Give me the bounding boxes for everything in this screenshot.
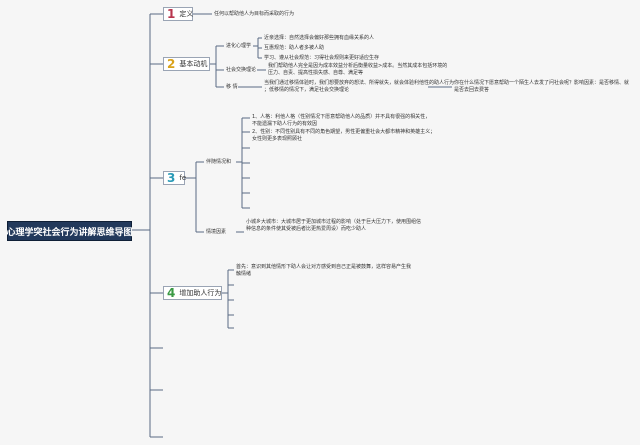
evo-item: 近亲选择：自然选择会偏好那些拥有血缘关系的人: [264, 35, 375, 41]
social-exchange-text-line: 我们帮助他人完全是因为成本效益分析后衡量收益>成本。当然其成本包括环境的: [268, 63, 448, 69]
question-text-line: 你在什么情况下愿意帮助一个陌生人去发了问社会呢？影响因素：是否移情、就: [454, 80, 630, 86]
urban-text-line: 小城乡大城市：大城市居于更加城市过程的影响（处于巨大压力下，使用围组信: [246, 219, 422, 225]
root-node[interactable]: 心理学突社会行为讲解思维导图: [7, 221, 133, 241]
branch-number: 1: [167, 7, 176, 21]
social-exchange-text-line: 压力、自责、提高性损失感、自尊、满足等: [268, 70, 364, 76]
evolutionary-psychology-node[interactable]: 进化心理学: [226, 43, 252, 49]
gender-item-line: 女性则更多表现照顾社: [252, 136, 303, 142]
branch-number: 2: [167, 57, 176, 71]
branch-increase-helping[interactable]: 4 增加助人行为: [163, 286, 222, 300]
personality-item-line: 1、人格：利他人格（性别情况下愿意帮助他人的品质）并不具有很强的相关性，: [252, 114, 431, 120]
branch-basic-motives[interactable]: 2 基本动机: [163, 57, 210, 71]
branch-number: 3: [167, 171, 176, 185]
empathy-text-line: ；低移情的情况下，满足社会交换理论: [264, 87, 350, 93]
increase-text-line: 首先：意识到其他情形下助人会让对方感受到自己正是被鼓舞，这样容易产生我: [236, 264, 412, 270]
empathy-text-line: 当我们通过移情体验时，我们想要放弃的想法、所得就失，就会体验利他性的助人行为: [264, 80, 455, 86]
evo-item: 互惠规范：助人者多被人助: [264, 45, 325, 51]
gender-item-line: 2、性别：不同性别具有不同的角色期望，男性更偏重社会大都市精神和英雄主义；: [252, 129, 436, 135]
urban-text-line: 种信息的条件使其受被后者比更热爱周设）而吃少助人: [246, 226, 367, 232]
personal-factors-node[interactable]: 伴随情况和: [206, 159, 232, 165]
increase-text-line: 触情绪: [236, 271, 252, 277]
branch-label: 定义: [179, 10, 194, 18]
branch-factors[interactable]: 3 fe: [163, 171, 187, 185]
branch-label: 增加助人行为: [179, 289, 222, 297]
social-exchange-node[interactable]: 社会交换理论: [226, 67, 257, 73]
question-text-line: 是否去回去费答: [454, 87, 490, 93]
branch-number: 4: [167, 286, 176, 300]
situational-factors-node[interactable]: 情境因素: [206, 229, 227, 235]
personality-item-line: 不能遗漏下助人行为的有效因: [252, 121, 318, 127]
evo-item: 学习、遵从社会规范：习得社会规则来更好适应生存: [264, 55, 380, 61]
definition-text: 任何以帮助他人为目标而采取的行为: [214, 11, 295, 17]
branch-label: fe: [179, 174, 187, 182]
branch-definition[interactable]: 1 定义: [163, 7, 193, 21]
empathy-node[interactable]: 移 情: [226, 84, 238, 90]
branch-label: 基本动机: [179, 60, 208, 68]
